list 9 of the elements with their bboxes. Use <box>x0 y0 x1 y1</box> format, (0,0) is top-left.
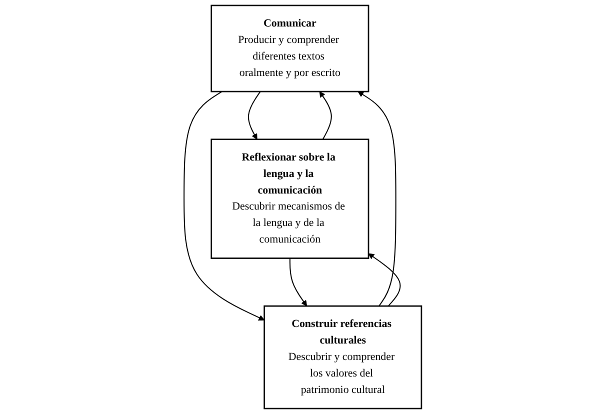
node-box: Reflexionar sobre la lengua y la comunicación Descubrir mecanismos de la lengua y de la comunicación <box>210 138 370 259</box>
node-box: Construir referencias culturales Descubrir y comprender los valores del patrimonio cultural <box>264 305 422 410</box>
arrow <box>290 258 308 306</box>
arrow <box>248 91 261 140</box>
arrow <box>184 91 265 321</box>
node-box: Comunicar Producir y comprender diferentes textos oralmente y por escrito <box>210 4 370 92</box>
arrow <box>320 91 332 140</box>
arrow <box>368 253 401 306</box>
arrow <box>358 91 397 306</box>
